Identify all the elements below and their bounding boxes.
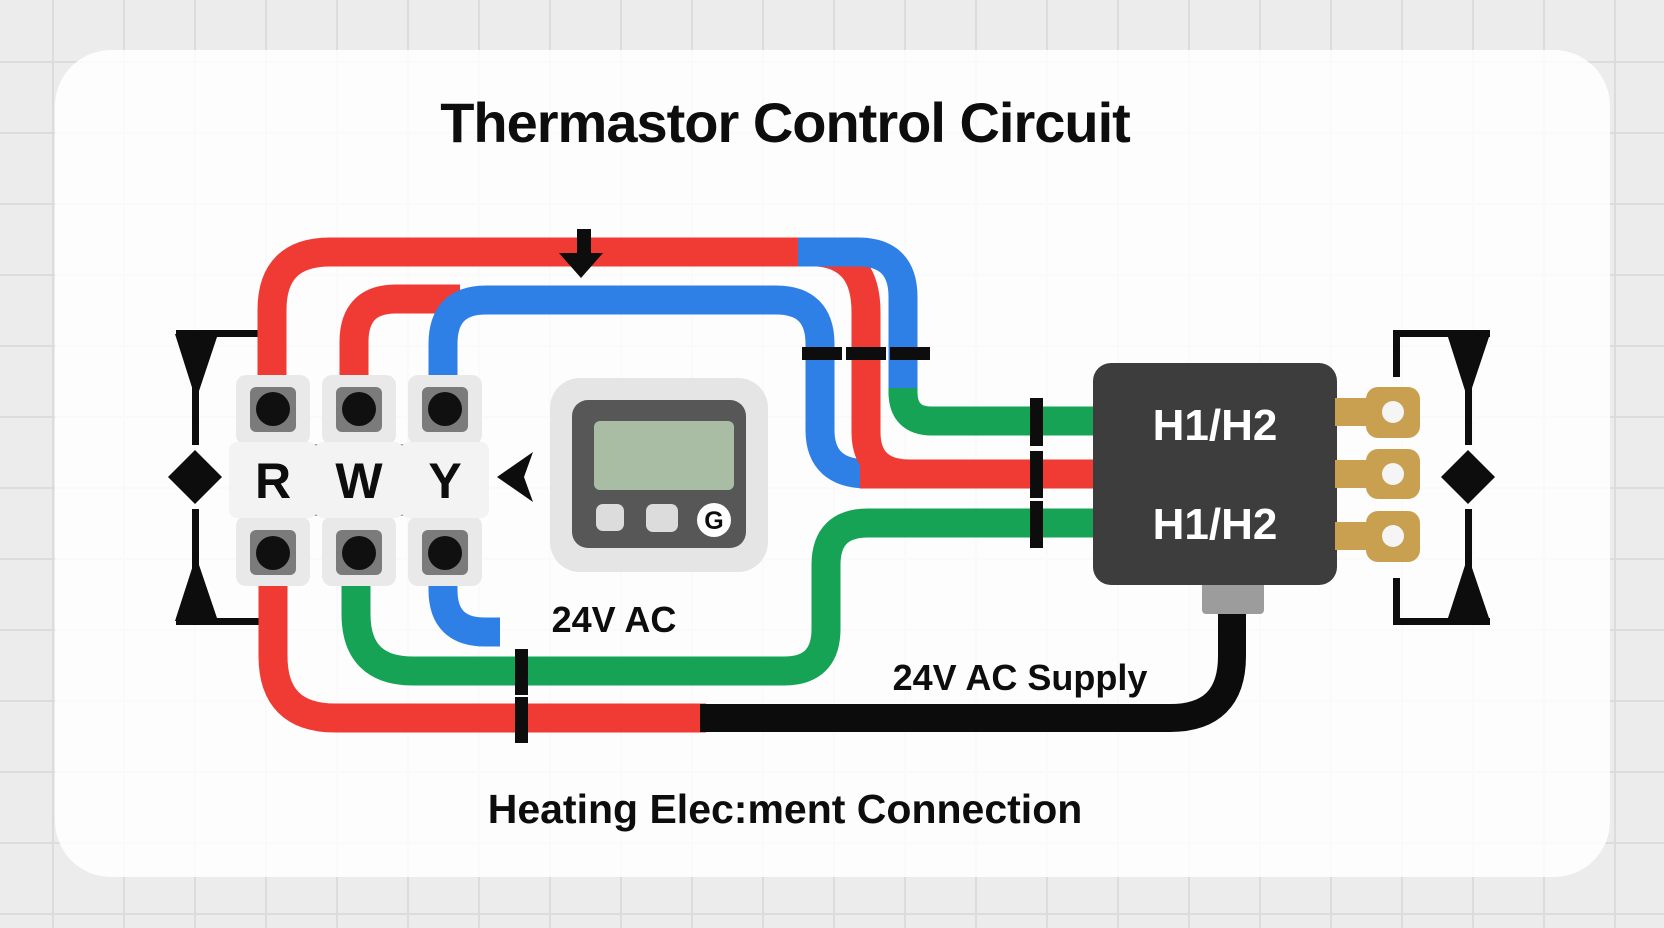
left-arrow-icon: [497, 452, 533, 502]
screw-terminal: [428, 536, 462, 570]
right-diamond-icon: [1441, 450, 1495, 504]
terminal-block-w: W: [315, 375, 410, 586]
g-badge: [697, 503, 731, 537]
supply-label: 24V AC Supply: [893, 657, 1148, 698]
top-dash-marks: [802, 347, 930, 360]
left-measure-bracket: [168, 330, 269, 625]
terminal-block-r: R: [229, 375, 324, 586]
screw-terminal: [256, 392, 290, 426]
left-diamond-icon: [168, 450, 222, 504]
red-wire-w-top: [339, 284, 460, 380]
screw-terminal: [256, 536, 290, 570]
page-title: Thermastor Control Circuit: [440, 91, 1130, 154]
g-badge-letter: G: [704, 507, 723, 535]
bottom-wire-tick-marks: [515, 649, 528, 743]
thermostat-button: [596, 504, 624, 531]
relay-input-tick-marks: [1030, 398, 1043, 548]
blue-wire-top-right: [798, 237, 918, 396]
caption: Heating Elec:ment Connection: [488, 786, 1083, 832]
terminal-label-w: W: [335, 453, 383, 509]
screw-terminal: [428, 392, 462, 426]
thermostat-voltage-label: 24V AC: [552, 599, 677, 640]
relay-label-top: H1/H2: [1153, 401, 1278, 450]
right-measure-bracket: [1393, 330, 1495, 625]
blue-wire-y-stub: [428, 584, 500, 647]
relay-stub: [1202, 580, 1264, 614]
black-supply-wire: [700, 606, 1246, 732]
lcd-screen: [594, 421, 734, 490]
terminal-label-y: Y: [428, 453, 461, 509]
thermostat-button: [646, 504, 678, 532]
blue-wire-y-top: [428, 285, 869, 489]
screw-terminal: [342, 392, 376, 426]
screw-terminal: [342, 536, 376, 570]
relay-box: H1/H2 H1/H2: [1093, 363, 1337, 585]
red-wire-r-bottom: [258, 584, 706, 733]
terminal-block-y: Y: [401, 375, 489, 586]
red-wire-r-top: [257, 237, 806, 380]
thermostat: G: [550, 378, 768, 572]
down-arrow-icon: [559, 229, 603, 278]
green-wire-relay-top-input: [888, 388, 1108, 436]
terminal-label-r: R: [255, 453, 291, 509]
spade-connectors: [1335, 387, 1420, 562]
green-wire-bottom: [341, 508, 1108, 686]
relay-label-bottom: H1/H2: [1153, 500, 1278, 549]
